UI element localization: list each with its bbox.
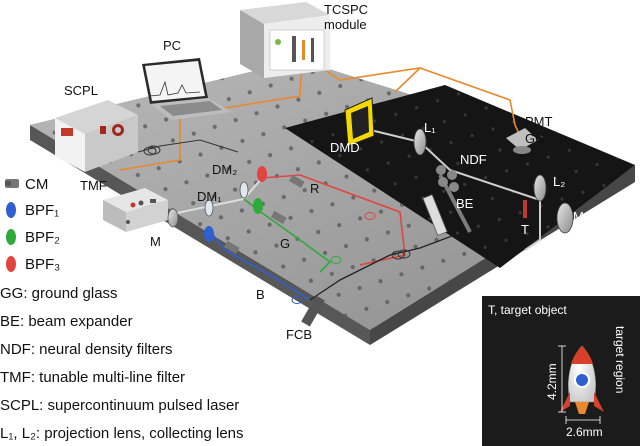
legend-lens: L₁, L₂: projection lens, collecting lens bbox=[0, 425, 244, 442]
inset-title: T, target object bbox=[488, 303, 567, 317]
g-label: G bbox=[280, 236, 290, 251]
legend: CM BPF₁ BPF₂ BPF₃ GG: ground glass BE: b… bbox=[0, 176, 244, 442]
legend-tmf: TMF: tunable multi-line filter bbox=[0, 369, 185, 386]
rocket-icon bbox=[560, 345, 604, 414]
inset-width: 2.6mm bbox=[566, 425, 603, 439]
legend-scpl: SCPL: supercontinuum pulsed laser bbox=[0, 397, 239, 414]
pmt-label: PMT bbox=[525, 114, 553, 129]
tcspc-label-line1: TCSPC bbox=[324, 2, 368, 17]
m-left-label: M bbox=[150, 234, 161, 249]
fiber-coils bbox=[137, 139, 411, 304]
legend-be: BE: beam expander bbox=[0, 313, 133, 330]
l1-label: L₁ bbox=[424, 120, 436, 135]
legend-gg: GG: ground glass bbox=[0, 285, 118, 302]
legend-bpf3: BPF₃ bbox=[25, 256, 60, 273]
l2-label: L₂ bbox=[553, 174, 565, 189]
dm2-label: DM₂ bbox=[212, 162, 237, 177]
fcb-label: FCB bbox=[286, 327, 312, 342]
pc-label: PC bbox=[163, 38, 181, 53]
enclosure-optics bbox=[344, 97, 574, 236]
legend-bpf2: BPF₂ bbox=[25, 229, 60, 246]
t-label: T bbox=[521, 222, 529, 237]
dmd-label: DMD bbox=[330, 140, 360, 155]
inset-height: 4.2mm bbox=[545, 363, 559, 400]
tmf-filter bbox=[103, 188, 168, 232]
left-optics bbox=[167, 166, 325, 327]
m-main-label: M bbox=[573, 209, 584, 224]
be-label: BE bbox=[456, 196, 474, 211]
b-label: B bbox=[256, 287, 265, 302]
scpl-label: SCPL bbox=[64, 83, 98, 98]
tcspc-module bbox=[240, 2, 330, 78]
tmf-label: TMF bbox=[80, 178, 107, 193]
legend-bpf1: BPF₁ bbox=[25, 202, 59, 219]
dm1-label: DM₁ bbox=[197, 189, 222, 204]
legend-cm: CM bbox=[25, 176, 48, 193]
pc-laptop bbox=[142, 58, 232, 120]
bpf3-swatch bbox=[6, 256, 16, 272]
legend-ndf: NDF: neural density filters bbox=[0, 341, 173, 358]
tcspc-label-line2: module bbox=[324, 17, 367, 32]
target-inset: T, target object target region 4.2mm 2.6… bbox=[482, 296, 640, 446]
inset-side-label: target region bbox=[613, 326, 627, 393]
cm-icon bbox=[5, 179, 19, 188]
r-label: R bbox=[310, 181, 319, 196]
gg-label: GG bbox=[525, 131, 545, 146]
scpl-laser bbox=[55, 100, 138, 172]
bpf2-swatch bbox=[6, 229, 16, 245]
ndf-label: NDF bbox=[460, 152, 487, 167]
bpf1-swatch bbox=[6, 202, 16, 218]
